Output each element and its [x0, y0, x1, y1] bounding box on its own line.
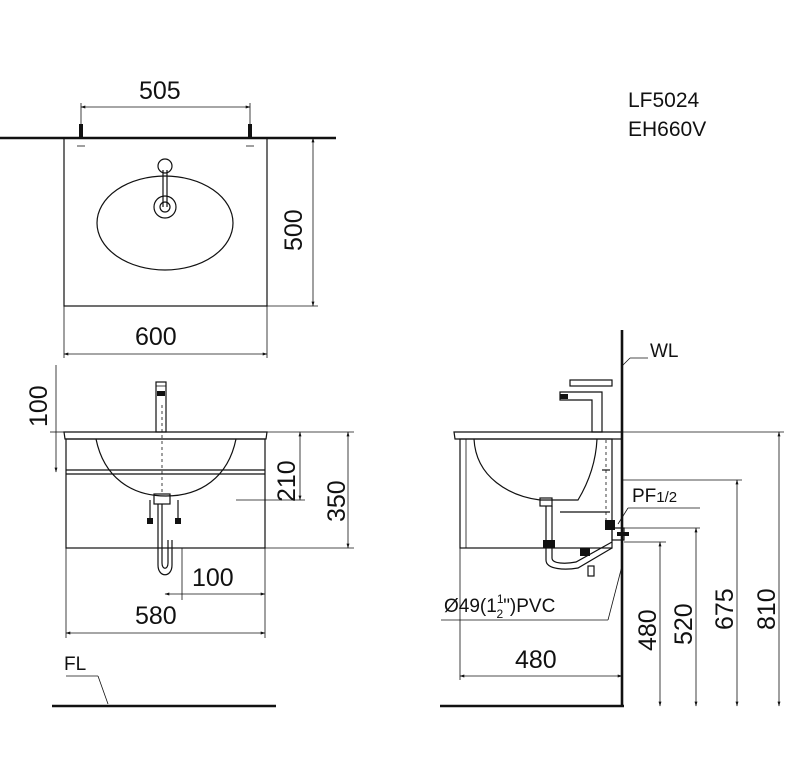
dim-side-depth: 480: [515, 646, 557, 674]
dim-cabinet-width: 580: [135, 602, 177, 630]
bracket-right: [248, 124, 252, 138]
supply-label-text: PF: [632, 486, 656, 507]
drain-top-view: [153, 195, 177, 219]
drain-inner-top-view: [159, 201, 171, 213]
top-view: 505 500 600: [0, 77, 336, 358]
model-code-cabinet: EH660V: [628, 118, 706, 141]
dim-depth: 500: [280, 209, 308, 251]
front-view: 100 210 350 100 580 FL: [25, 365, 354, 708]
trap-side-view: [545, 547, 613, 570]
dim-faucet-height: 100: [25, 385, 53, 427]
faucet-handle-top-view: [157, 158, 173, 174]
top-view-outline: [63, 137, 268, 307]
basin-bowl-front-view: [95, 438, 237, 497]
model-code-basin: LF5024: [628, 89, 700, 112]
supply-size: 1/2: [656, 489, 677, 506]
countertop-side-view: [453, 431, 623, 440]
floor-label: FL: [64, 654, 86, 675]
dim-drain-offset: 100: [192, 564, 234, 592]
cabinet-side-view: [459, 438, 613, 549]
wall-label: WL: [650, 341, 679, 362]
drain-frac-den: 2: [497, 607, 504, 621]
countertop-front-view: [63, 431, 268, 440]
dim-cabinet-height: 350: [323, 480, 351, 522]
supply-label: PF1/2: [632, 486, 677, 507]
basin-bowl-side-view: [473, 438, 598, 501]
dim-supply-height: 520: [670, 603, 698, 645]
dim-basin-top-height: 810: [753, 588, 781, 630]
basin-bowl-top-view: [96, 175, 234, 271]
trap-front-view: [157, 504, 173, 576]
faucet-front-view: [155, 381, 167, 433]
drain-label-suffix: ")PVC: [503, 596, 555, 617]
drain-frac-num: 1: [497, 592, 504, 606]
dim-width: 600: [135, 323, 177, 351]
drain-label-prefix: Ø49(1: [444, 596, 497, 617]
dim-basin-depth: 210: [273, 460, 301, 502]
dim-cabinet-bottom-height: 675: [711, 588, 739, 630]
bracket-left: [79, 124, 83, 138]
dim-drain-height: 480: [634, 609, 662, 651]
drain-side-view: [539, 497, 553, 507]
dim-top-width: 505: [139, 77, 181, 105]
cabinet-front-view: [65, 438, 266, 549]
